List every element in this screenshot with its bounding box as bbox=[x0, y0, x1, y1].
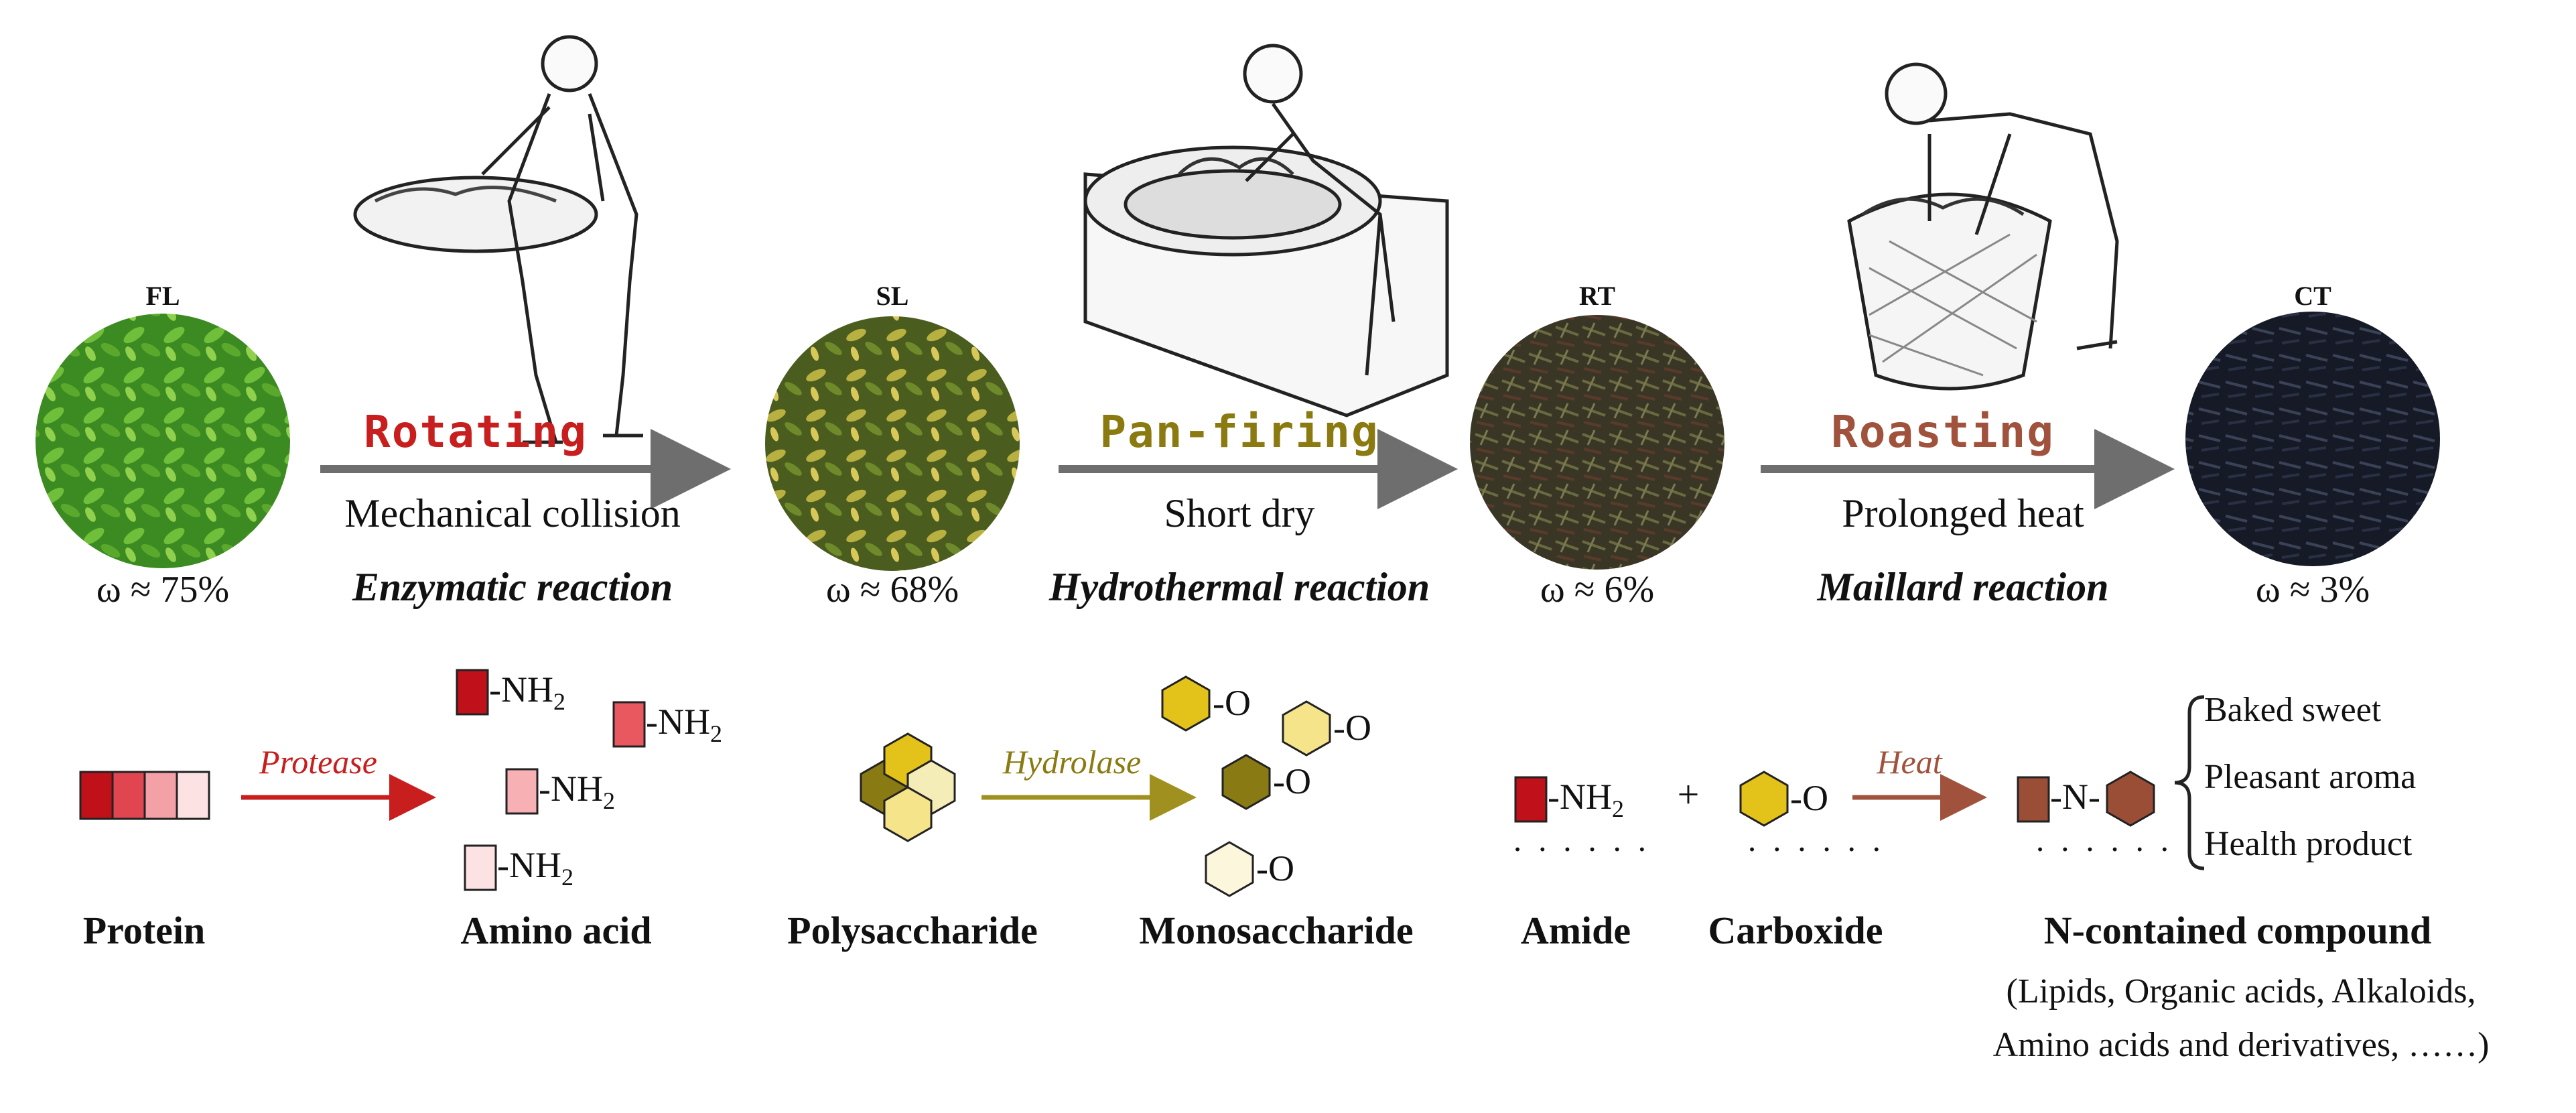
mono-hex-3 bbox=[1221, 754, 1271, 810]
amide-dots: · · · · · · bbox=[1511, 830, 1651, 868]
carboxide-dots: · · · · · · bbox=[1746, 830, 1885, 868]
outcome-brace bbox=[2174, 695, 2205, 870]
protein-chain bbox=[79, 771, 210, 820]
amino-block-4 bbox=[464, 844, 497, 891]
process-step-panfiring: Pan-firing bbox=[1099, 406, 1379, 458]
amide-nh2: -NH2 bbox=[1548, 777, 1624, 822]
heat-label: Heat bbox=[1877, 743, 1942, 781]
stage-image-sl bbox=[765, 316, 1020, 571]
stage-label-sl: SL bbox=[876, 281, 909, 311]
mono-hex-2 bbox=[1282, 700, 1331, 757]
stage-image-rt bbox=[1470, 315, 1724, 570]
amide-block bbox=[1514, 776, 1548, 823]
amino-block-2 bbox=[612, 701, 646, 748]
label-protein: Protein bbox=[82, 909, 206, 952]
moisture-sl: ω ≈ 68% bbox=[825, 569, 959, 610]
mono-hex-4 bbox=[1205, 841, 1254, 897]
stage-image-fl bbox=[36, 314, 290, 568]
carboxide-o: -O bbox=[1790, 778, 1828, 818]
compound-note-line1: (Lipids, Organic acids, Alkaloids, bbox=[2006, 972, 2476, 1010]
n-compound-dots: · · · · · · bbox=[2034, 830, 2173, 868]
label-monosaccharide: Monosaccharide bbox=[1139, 909, 1414, 952]
process-reaction-panfiring: Hydrothermal reaction bbox=[1048, 565, 1430, 609]
moisture-ct: ω ≈ 3% bbox=[2255, 569, 2370, 610]
label-carboxide: Carboxide bbox=[1708, 909, 1883, 952]
process-reaction-roasting: Maillard reaction bbox=[1817, 565, 2109, 609]
n-compound-hex bbox=[2106, 771, 2155, 827]
stage-label-rt: RT bbox=[1578, 281, 1616, 311]
stage-label-ct: CT bbox=[2294, 281, 2331, 311]
label-polysaccharide: Polysaccharide bbox=[787, 909, 1038, 952]
process-desc-rotating: Mechanical collision bbox=[344, 491, 681, 535]
amino-nh2-2: -NH2 bbox=[646, 702, 722, 747]
process-reaction-rotating: Enzymatic reaction bbox=[352, 565, 673, 609]
process-desc-panfiring: Short dry bbox=[1164, 491, 1315, 535]
worker-rotating-illustration bbox=[353, 35, 643, 444]
amino-nh2-4: -NH2 bbox=[497, 845, 573, 891]
polysaccharide-cluster bbox=[860, 732, 956, 842]
mono-o-4: -O bbox=[1256, 848, 1294, 889]
mono-o-1: -O bbox=[1213, 683, 1251, 723]
stage-image-ct bbox=[2185, 312, 2440, 566]
process-step-rotating: Rotating bbox=[364, 406, 588, 458]
label-amino-acid: Amino acid bbox=[460, 909, 652, 952]
carboxide-hex bbox=[1739, 771, 1789, 827]
process-desc-roasting: Prolonged heat bbox=[1842, 491, 2084, 535]
worker-panfiring-illustration bbox=[1083, 44, 1449, 417]
mono-o-2: -O bbox=[1333, 708, 1371, 748]
n-compound-link: -N- bbox=[2050, 777, 2100, 817]
stage-label-fl: FL bbox=[145, 281, 180, 311]
process-step-roasting: Roasting bbox=[1831, 406, 2055, 458]
outcome-health-product: Health product bbox=[2204, 825, 2413, 863]
amino-nh2-1: -NH2 bbox=[489, 669, 565, 715]
label-amide: Amide bbox=[1520, 909, 1631, 952]
plus-sign: + bbox=[1677, 773, 1700, 816]
mono-o-3: -O bbox=[1273, 761, 1311, 801]
protease-label: Protease bbox=[259, 743, 377, 781]
amino-block-3 bbox=[505, 768, 539, 815]
outcome-pleasant-aroma: Pleasant aroma bbox=[2204, 758, 2417, 796]
outcome-baked-sweet: Baked sweet bbox=[2204, 691, 2382, 729]
amino-nh2-3: -NH2 bbox=[539, 769, 615, 814]
amino-block-1 bbox=[456, 669, 489, 716]
moisture-rt: ω ≈ 6% bbox=[1540, 569, 1655, 610]
n-compound-block bbox=[2017, 776, 2050, 823]
label-n-compound: N-contained compound bbox=[2043, 909, 2432, 952]
compound-note-line2: Amino acids and derivatives, ……) bbox=[1992, 1026, 2490, 1064]
moisture-fl: ω ≈ 75% bbox=[96, 569, 230, 610]
mono-hex-1 bbox=[1161, 675, 1211, 732]
hydrolase-label: Hydrolase bbox=[1002, 743, 1142, 781]
worker-roasting-illustration bbox=[1847, 62, 2119, 391]
